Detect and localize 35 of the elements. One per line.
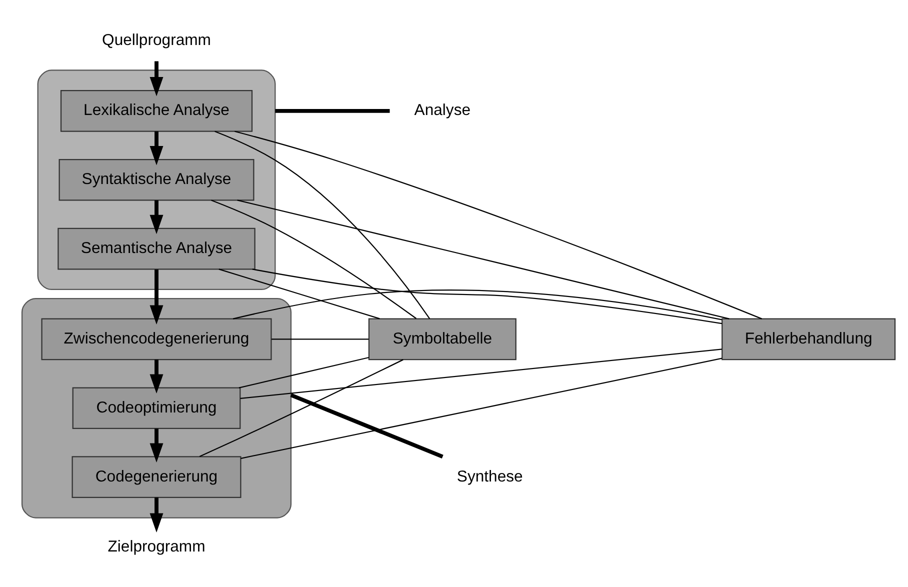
node-box: Codegenerierung <box>72 456 242 498</box>
arrow <box>150 200 164 234</box>
node-box: Lexikalische Analyse <box>60 90 253 132</box>
node-text: Analyse <box>414 102 471 119</box>
node-box: Semantische Analyse <box>58 227 256 270</box>
arrow <box>150 269 164 324</box>
connector <box>252 268 722 324</box>
connector <box>272 338 369 340</box>
connector <box>238 356 369 388</box>
node-box: Syntaktische Analyse <box>58 158 254 200</box>
cluster <box>21 297 292 518</box>
connector <box>199 358 404 457</box>
arrow <box>150 359 164 394</box>
connector <box>290 392 444 458</box>
arrow <box>150 496 164 532</box>
node-box: Fehlerbehandlung <box>722 318 896 360</box>
arrow <box>150 60 164 96</box>
connector <box>218 268 380 319</box>
connector <box>214 130 430 318</box>
node-box: Symboltabelle <box>368 318 516 360</box>
node-text: Zielprogramm <box>108 538 206 555</box>
connector <box>240 348 722 398</box>
connector <box>237 199 730 319</box>
arrow <box>150 428 164 462</box>
connector <box>275 108 390 112</box>
connector <box>234 130 762 319</box>
arrow <box>150 130 164 165</box>
node-text: Quellprogramm <box>102 32 211 49</box>
connector <box>232 289 722 320</box>
node-text: Synthese <box>456 468 523 485</box>
connector <box>240 357 722 458</box>
cluster <box>37 69 276 290</box>
connector <box>211 199 417 318</box>
node-box: Zwischencodegenerierung <box>41 318 272 360</box>
node-box: Codeoptimierung <box>72 386 241 429</box>
